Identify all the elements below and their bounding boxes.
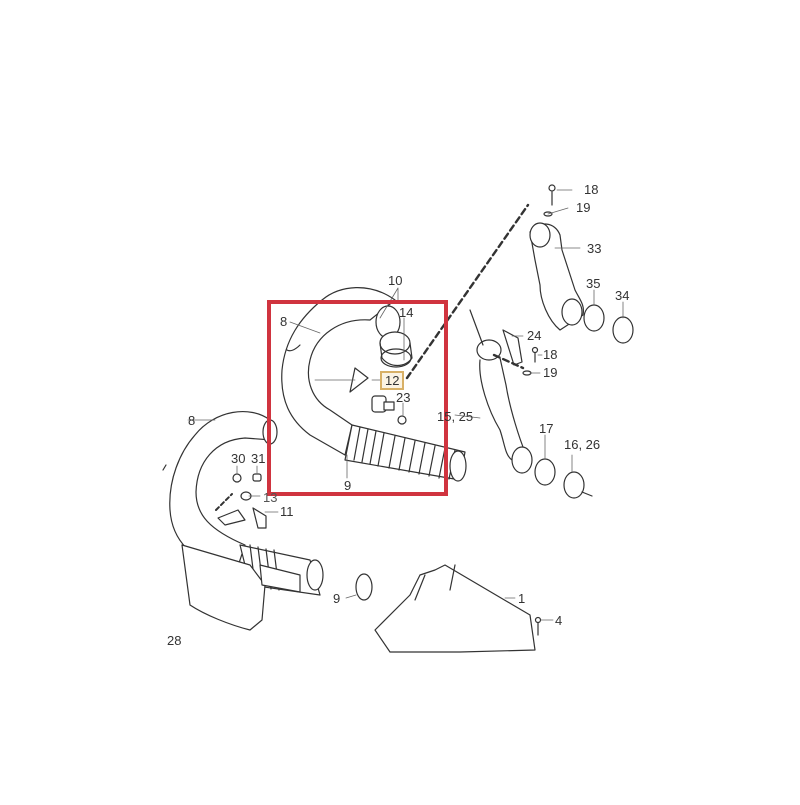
label-31: 31 [251, 451, 266, 466]
label-33: 33 [587, 241, 602, 256]
part-24-bracket [502, 329, 523, 366]
label-11: 11 [280, 504, 294, 519]
label-9-lower: 9 [333, 591, 341, 606]
filter-cover-1 [374, 564, 536, 653]
label-12-badge: 12 [380, 371, 405, 390]
label-35: 35 [586, 276, 601, 291]
label-17: 17 [539, 421, 554, 436]
label-14: 14 [399, 305, 414, 320]
part-23-sensor [371, 395, 407, 425]
clamp-16-26 [563, 471, 585, 499]
highlight-frame [267, 300, 448, 496]
label-13: 13 [263, 490, 278, 505]
label-16-26: 16, 26 [564, 437, 601, 452]
label-24: 24 [527, 328, 542, 343]
housing-28 [181, 544, 266, 631]
label-18-bottom: 18 [543, 347, 558, 362]
label-8-lower: 8 [188, 413, 196, 428]
label-28: 28 [167, 633, 182, 648]
clamp-34 [612, 316, 634, 344]
label-34: 34 [615, 288, 630, 303]
pipe-15-25 [469, 309, 533, 474]
label-18-top: 18 [584, 182, 599, 197]
ribbed-hose-upper [344, 424, 467, 482]
sleeve-9-lower [355, 573, 373, 601]
pipe-33 [529, 184, 585, 331]
label-19-bottom: 19 [543, 365, 558, 380]
label-4: 4 [555, 613, 563, 628]
ring-35 [583, 304, 605, 332]
label-30: 30 [231, 451, 246, 466]
ring-17 [534, 458, 556, 486]
part-14-sleeve [379, 331, 413, 368]
label-19-top: 19 [576, 200, 591, 215]
label-23: 23 [396, 390, 411, 405]
label-1: 1 [518, 591, 526, 606]
label-8-upper: 8 [280, 314, 288, 329]
label-9-upper: 9 [344, 478, 352, 493]
label-10: 10 [388, 273, 403, 288]
label-15-25: 15, 25 [437, 409, 474, 424]
